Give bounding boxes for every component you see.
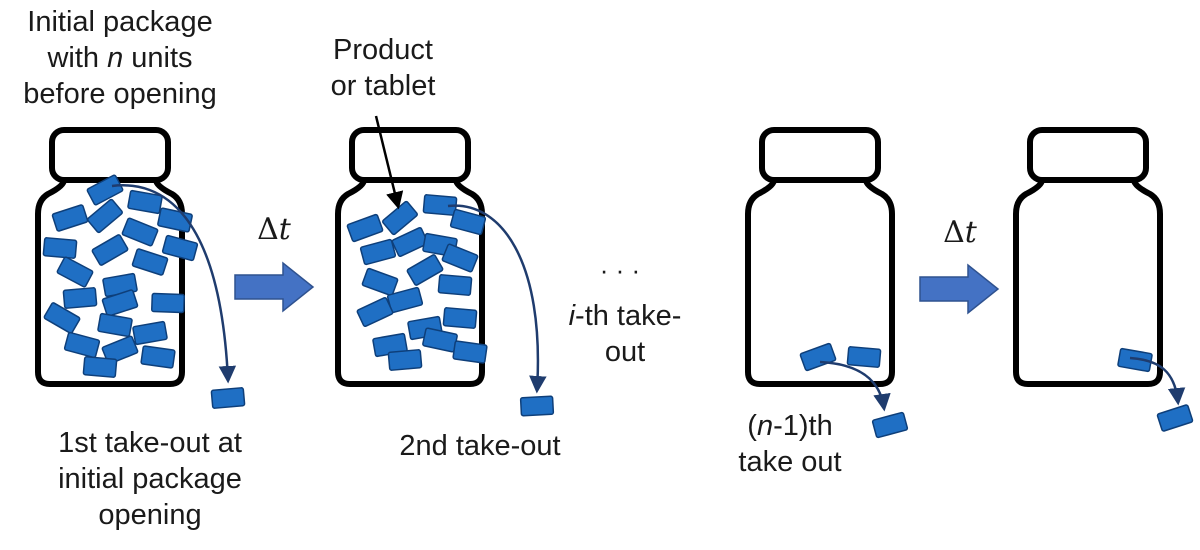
product-line1: Product (333, 34, 433, 66)
tablet (346, 213, 384, 243)
tablet (132, 320, 168, 346)
delta-t-label-2: Δt (930, 215, 990, 251)
tablet (359, 238, 397, 266)
tablet (43, 302, 81, 334)
takeout-curve-4 (1129, 356, 1186, 406)
jar-body (745, 177, 895, 387)
tablet (449, 208, 487, 236)
taken-out-tablet-2 (519, 395, 555, 417)
tablet (62, 287, 98, 309)
second-takeout-label: 2nd take-out (399, 430, 561, 462)
ith-var: i (568, 300, 576, 332)
ith-line2: out (604, 336, 646, 368)
tablet (82, 356, 118, 378)
delta-t-var-2: t (964, 215, 977, 250)
initial-package-line2: with n units (0, 40, 240, 76)
tablet (51, 204, 89, 232)
tablet (131, 248, 169, 276)
initial-package-line1: Initial package (27, 6, 213, 38)
tablet (56, 256, 94, 288)
tablet (406, 254, 444, 286)
jar-lid (1027, 127, 1149, 183)
ith-text: -th take- (575, 300, 682, 332)
tablet (63, 331, 101, 359)
tablet (97, 312, 133, 338)
tablet (151, 292, 185, 314)
initial-package-line3: before opening (23, 78, 217, 110)
nm1-line2: take out (738, 446, 842, 478)
tablet (101, 289, 139, 317)
ith-line1: i-th take- (540, 298, 710, 334)
nm1-var: n (756, 410, 774, 442)
jar-lid (49, 127, 171, 183)
taken-out-tablet-4 (1156, 404, 1194, 432)
taken-out-tablet-1 (210, 387, 246, 409)
tablet (382, 200, 418, 236)
initial-package-n: n (107, 42, 124, 74)
tablet (161, 234, 199, 262)
delta-t-var-1: t (278, 212, 291, 247)
product-line2: or tablet (330, 70, 436, 102)
tablet (452, 340, 488, 364)
jar-4 (1013, 127, 1163, 387)
first-line1: 1st take-out at (58, 427, 242, 459)
tablet (356, 296, 394, 328)
delta-t-arrow-1 (234, 261, 315, 313)
jar-lid (349, 127, 471, 183)
takeout-curve-1 (111, 184, 237, 384)
tablet (121, 217, 159, 247)
initial-package-label: Initial package with n units before open… (0, 4, 240, 112)
tablet (127, 189, 163, 215)
first-takeout-label: 1st take-out at initial package opening (20, 425, 280, 533)
taken-out-tablet-3 (871, 411, 909, 439)
tablet (391, 226, 429, 258)
jar-3 (745, 127, 895, 387)
tablet (140, 345, 176, 369)
tablet (87, 198, 123, 234)
tablet (86, 174, 124, 206)
ellipsis: · · · (599, 255, 641, 285)
product-label: Product or tablet (298, 32, 468, 104)
nm1-post: -1)th (773, 410, 833, 442)
product-pointer-arrow (374, 115, 404, 210)
tablet (101, 335, 139, 365)
delta-symbol-1: Δ (257, 212, 279, 247)
takeout-curve-3 (819, 360, 891, 412)
delta-t-label-1: Δt (244, 212, 304, 248)
tablet (361, 267, 399, 297)
ith-takeout-label: i-th take- out (540, 298, 710, 370)
tablet (442, 307, 478, 329)
nm1-open: ( (747, 410, 757, 442)
n-minus-1-takeout-label: (n-1)th take out (705, 408, 875, 480)
tablet (42, 237, 78, 259)
tablet (91, 234, 129, 266)
jar-body (1013, 177, 1163, 387)
nm1-line1: (n-1)th (705, 408, 875, 444)
first-line2: initial package (58, 463, 242, 495)
tablet (846, 346, 882, 368)
delta-symbol-2: Δ (943, 215, 965, 250)
delta-t-arrow-2 (919, 263, 1000, 315)
tablet (437, 274, 473, 296)
tablet (387, 349, 423, 371)
jar-lid (759, 127, 881, 183)
first-line3: opening (98, 499, 202, 531)
initial-package-with: with (47, 42, 108, 74)
tablet (799, 342, 837, 372)
initial-package-units: units (123, 42, 193, 74)
tablet (441, 243, 479, 273)
takeout-curve-2 (447, 204, 547, 394)
